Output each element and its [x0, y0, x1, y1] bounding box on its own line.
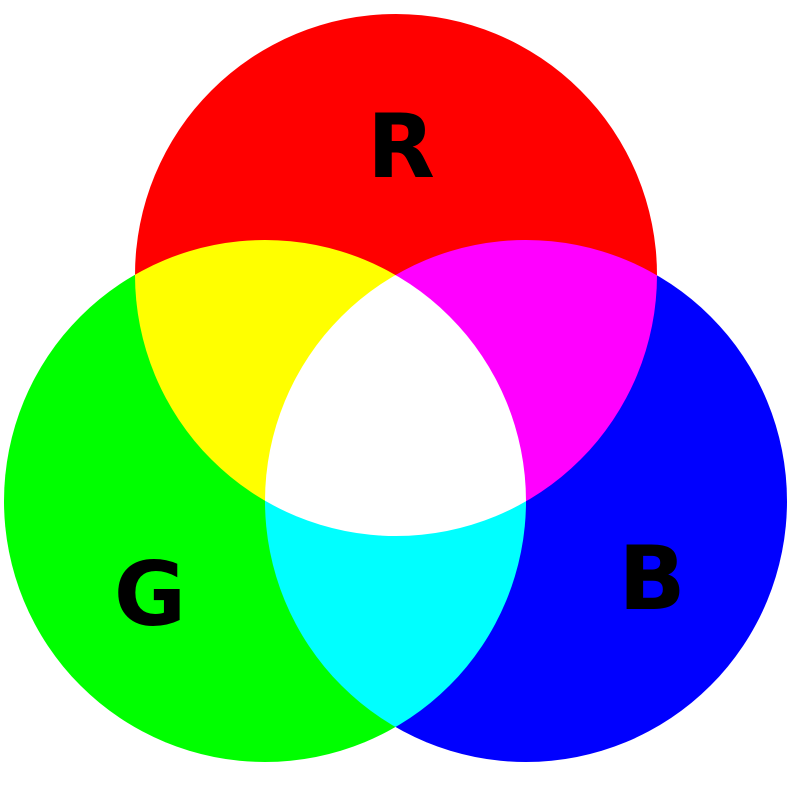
blue-label: B — [618, 527, 685, 630]
red-label: R — [367, 95, 435, 198]
blue-circle — [265, 240, 787, 762]
green-label: G — [114, 543, 186, 646]
color-circles — [4, 14, 787, 762]
